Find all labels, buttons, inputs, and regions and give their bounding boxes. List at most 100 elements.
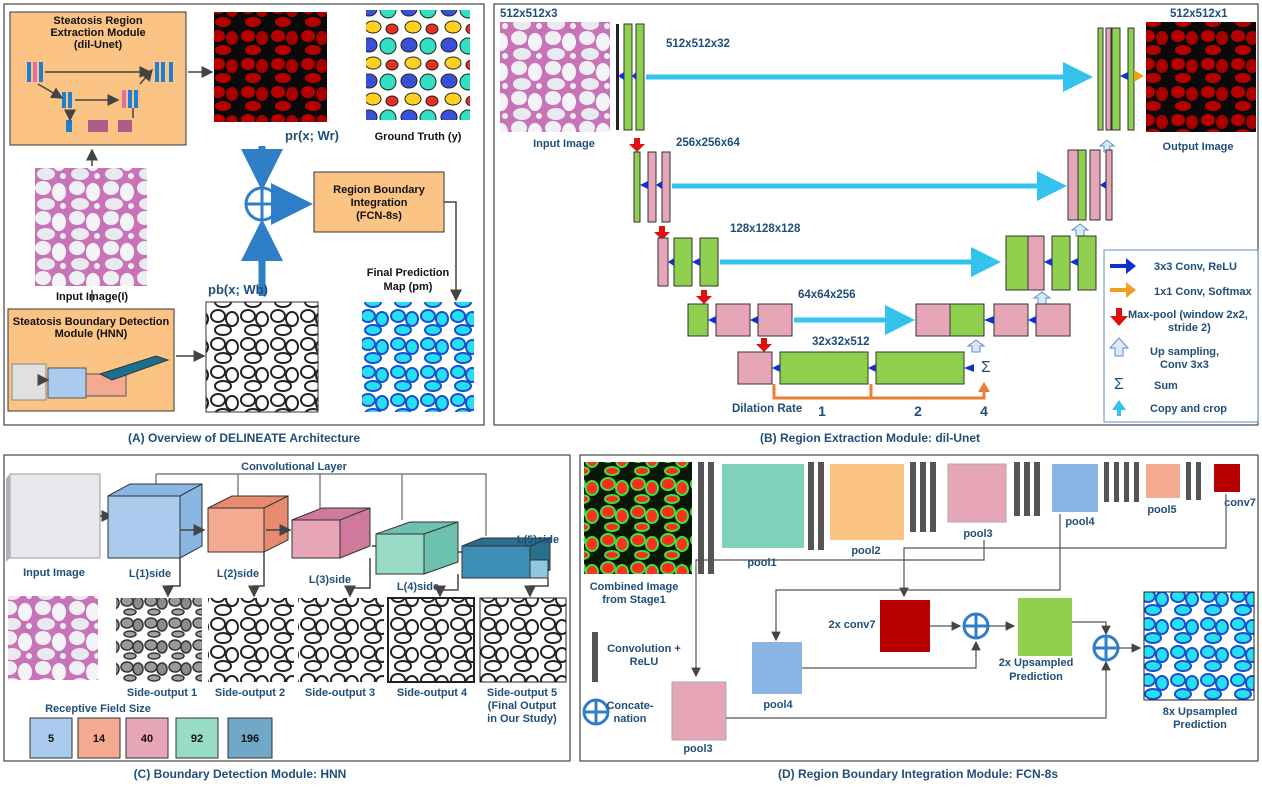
level-3-dim: 128x128x128	[730, 223, 801, 235]
legend-4b: Conv 3x3	[1160, 359, 1209, 371]
receptive-196: 196	[241, 733, 259, 745]
pool1-label: pool1	[747, 557, 776, 569]
input-image-label-b: Input Image	[533, 138, 595, 150]
panel-c: Convolutional Layer Input Image L(1)side…	[3, 454, 571, 762]
conv-layer-label: Convolutional Layer	[241, 461, 347, 473]
final-prediction-label-2: Map (pm)	[384, 281, 433, 293]
sum-symbol-b: Σ	[981, 359, 991, 376]
pool4-lower-label: pool4	[763, 699, 793, 711]
pool2-block	[830, 464, 904, 540]
output-image-b	[1146, 22, 1256, 132]
combined-label-2: from Stage1	[602, 594, 666, 606]
sum-symbol-icon: Σ	[1114, 376, 1124, 393]
receptive-40: 40	[141, 733, 153, 745]
side-output-5-note-1: (Final Output	[488, 700, 557, 712]
combined-image	[584, 462, 692, 574]
side-output-3-image	[298, 598, 384, 682]
input-image-a	[35, 168, 147, 286]
pool3-block	[947, 463, 1007, 523]
dilation-rate-4: 4	[980, 403, 988, 419]
boundary-prediction-image	[205, 301, 319, 413]
pr-label: pr(x; Wr)	[285, 128, 339, 143]
panel-b: 512x512x3 Input Image 512x512x1 Output I…	[493, 3, 1259, 426]
ground-truth-label: Ground Truth (y)	[375, 131, 462, 143]
panel-d: Combined Image from Stage1 pool1 pool2 p…	[579, 454, 1259, 762]
side-output-4-label: Side-output 4	[397, 687, 468, 699]
conv7x2-block	[880, 600, 930, 652]
rbi-block-1: Region Boundary	[333, 184, 426, 196]
rbi-block	[313, 171, 445, 233]
receptive-14: 14	[93, 733, 106, 745]
legend-3b: stride 2)	[1168, 322, 1211, 334]
side-output-5-label: Side-output 5	[487, 687, 557, 699]
side-output-2-image	[208, 598, 294, 682]
up8-label-2: Prediction	[1173, 719, 1227, 731]
level-5-dim: 32x32x512	[812, 336, 870, 348]
mini-hnn-icon	[11, 355, 170, 401]
panel-a: Steatosis Region Extraction Module (dil-…	[3, 3, 485, 426]
pool4-label: pool4	[1065, 516, 1095, 528]
concat-legend-1: Concate-	[606, 700, 653, 712]
caption-a: (A) Overview of DELINEATE Architecture	[128, 431, 360, 445]
blue-arrow-icon	[1110, 258, 1136, 274]
legend-1: 3x3 Conv, ReLU	[1154, 261, 1237, 273]
level-2-blocks: 256x256x64	[633, 137, 1113, 237]
legend-5: Sum	[1154, 380, 1178, 392]
up2-label-2: Prediction	[1009, 671, 1063, 683]
level-3-blocks: 128x128x128	[657, 223, 1097, 305]
red-arrow-icon	[1110, 308, 1128, 326]
legend-3a: Max-pool (window 2x2,	[1128, 309, 1248, 321]
extraction-module-title-3: (dil-Unet)	[74, 39, 123, 51]
region-prediction-image	[214, 12, 327, 122]
pool5-block	[1146, 464, 1180, 498]
concat-legend-2: nation	[614, 713, 647, 725]
output-image-label-b: Output Image	[1163, 141, 1234, 153]
output-dim: 512x512x1	[1170, 8, 1228, 20]
side-output-5-image	[479, 597, 567, 683]
extraction-module-title-2: Extraction Module	[50, 27, 145, 39]
side-output-1-image	[116, 598, 202, 682]
level-1-blocks: 512x512x32	[616, 23, 1144, 153]
cyan-arrow-icon	[1112, 400, 1126, 416]
dilation-title: Dilation Rate	[732, 403, 802, 415]
pool4-lower-block	[752, 642, 802, 694]
pool2-label: pool2	[851, 545, 880, 557]
upsample-arrow-icon	[1108, 337, 1130, 357]
level-4-dim: 64x64x256	[798, 289, 856, 301]
pool4-block	[1052, 464, 1098, 512]
caption-d: (D) Region Boundary Integration Module: …	[778, 767, 1058, 781]
side-output-2-label: Side-output 2	[215, 687, 285, 699]
side-output-3-label: Side-output 3	[305, 687, 375, 699]
extraction-module-title-1: Steatosis Region	[53, 15, 143, 27]
pool3-lower-block	[671, 681, 727, 741]
caption-c: (C) Boundary Detection Module: HNN	[134, 767, 347, 781]
side-output-4-image	[387, 597, 475, 683]
input-image-c	[8, 596, 98, 680]
receptive-5: 5	[48, 733, 54, 745]
receptive-92: 92	[191, 733, 203, 745]
dilation-rate-1: 1	[818, 403, 826, 419]
pb-label: pb(x; Wb)	[208, 282, 268, 297]
receptive-title: Receptive Field Size	[45, 703, 151, 715]
input-dim: 512x512x3	[500, 8, 558, 20]
level-4-blocks: 64x64x256	[687, 289, 1071, 353]
side-layer-1: L(1)side	[129, 568, 171, 580]
level-5-blocks: 32x32x512 Σ Dilation Rate 1 2 4	[732, 336, 991, 419]
boundary-module-title-2: Module (HNN)	[55, 328, 128, 340]
up2-label-1: 2x Upsampled	[999, 657, 1074, 669]
conv7-label: conv7	[1224, 497, 1256, 509]
rbi-block-2: Integration	[351, 197, 408, 209]
final-output-image-d	[1143, 591, 1255, 701]
side-output-5-note-2: in Our Study)	[487, 713, 557, 725]
conv7x2-label: 2x conv7	[828, 619, 875, 631]
side-layer-4: L(4)side	[397, 581, 439, 593]
level-2-dim: 256x256x64	[676, 137, 741, 149]
conv-legend-1: Convolution +	[607, 643, 681, 655]
legend-6: Copy and crop	[1150, 403, 1227, 415]
combined-label-1: Combined Image	[590, 581, 679, 593]
legend-2: 1x1 Conv, Softmax	[1154, 286, 1252, 298]
pool3-lower-label: pool3	[683, 743, 712, 755]
side-output-1-label: Side-output 1	[127, 687, 197, 699]
up2-block	[1018, 598, 1072, 656]
